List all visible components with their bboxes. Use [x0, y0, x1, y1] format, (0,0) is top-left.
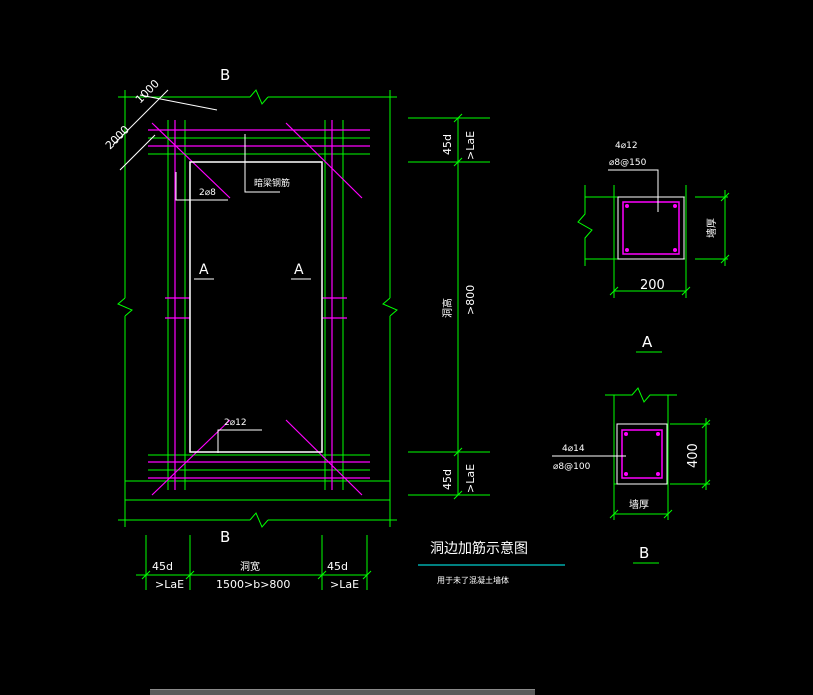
dim-2000-label: 2000: [103, 123, 132, 152]
note-2phi8: 2⌀8: [199, 188, 216, 198]
dim-45d-bottom: 45d: [441, 469, 454, 490]
note-embed-rebar: 暗梁钢筋: [254, 177, 290, 189]
section-a-rebars: [625, 204, 677, 252]
dim-1000-label: 1000: [133, 77, 162, 106]
section-a: 4⌀12 ⌀8@150 墙厚 200 A: [577, 141, 730, 353]
section-a-rebar-note: 4⌀12: [615, 141, 638, 151]
note-2phi12: 2⌀12: [224, 418, 247, 428]
section-b-stirrup: [621, 429, 663, 479]
dim-lae-top: >LaE: [464, 131, 477, 160]
bottom-dimension: [136, 535, 372, 590]
section-label-b-top: B: [220, 66, 230, 84]
section-a-concrete: [617, 196, 685, 260]
opening-outline: [189, 161, 323, 453]
section-a-stirrup-note: ⌀8@150: [609, 158, 647, 168]
section-b-height-value: 400: [686, 443, 701, 468]
section-b-label: B: [639, 544, 649, 562]
oblique-dimension: [112, 89, 218, 171]
outer-frame: [117, 89, 398, 528]
section-b-concrete: [616, 423, 668, 485]
2phi12-leader: [217, 429, 262, 453]
section-a-label: A: [642, 333, 653, 351]
section-label-a-right: A: [294, 262, 304, 278]
dim-lae-left: >LaE: [155, 578, 184, 591]
title-block: 洞边加筋示意图 用于未了混凝土墙体: [418, 540, 565, 585]
section-label-a-left: A: [199, 262, 209, 278]
embed-leader: [244, 134, 280, 193]
section-a-height-note: 墙厚: [705, 218, 718, 238]
dim-height-label: 洞高: [441, 298, 454, 318]
dim-width-label: 洞宽: [240, 560, 260, 573]
section-b-rebar-note: 4⌀14: [562, 444, 585, 454]
dim-lae-bottom: >LaE: [464, 464, 477, 493]
dim-lae-right: >LaE: [330, 578, 359, 591]
section-a-leader: [608, 169, 659, 212]
dim-45d-right: 45d: [327, 560, 348, 573]
section-b-width-note: 墙厚: [629, 498, 649, 511]
main-elevation: 1000 2000 B B A A 暗梁钢筋 2⌀8 2⌀12 45d >LaE: [103, 66, 490, 591]
dim-45d-top: 45d: [441, 134, 454, 155]
rebar-grid-green: [148, 120, 370, 490]
horizontal-scrollbar[interactable]: [150, 689, 535, 695]
opening-reinforcement: [148, 120, 370, 496]
drawing-title: 洞边加筋示意图: [430, 540, 528, 557]
right-dimension: [408, 113, 490, 500]
dim-width-value: 1500>b>800: [216, 578, 290, 591]
section-b: 4⌀14 ⌀8@100 400 墙厚 B: [552, 387, 711, 564]
section-a-stirrup: [622, 201, 680, 255]
dim-45d-left: 45d: [152, 560, 173, 573]
2phi8-leader: [175, 172, 228, 201]
section-b-rebars: [624, 432, 660, 476]
section-a-width-value: 200: [640, 278, 665, 293]
section-label-b-bottom: B: [220, 528, 230, 546]
section-b-stirrup-note: ⌀8@100: [553, 462, 591, 472]
drawing-subtitle: 用于未了混凝土墙体: [437, 575, 509, 585]
dim-height-value: >800: [464, 285, 477, 315]
